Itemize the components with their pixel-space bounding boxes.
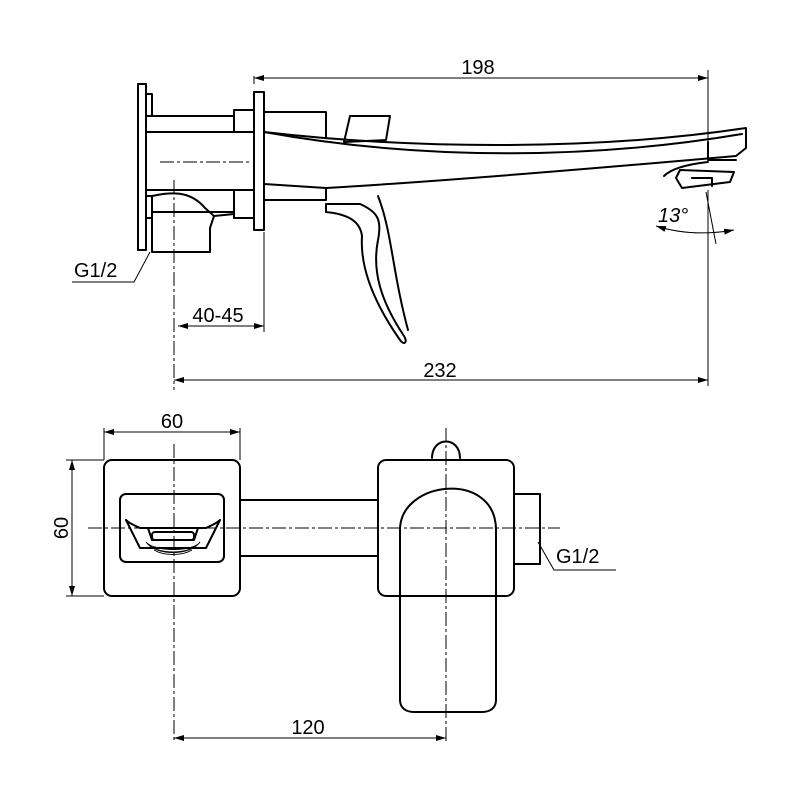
side-view: 198 232 40-45 13° G1/2 — [72, 57, 747, 390]
dimension-120: 120 — [174, 717, 446, 741]
connecting-pipe — [239, 499, 379, 557]
thread-label-side: G1/2 — [74, 260, 117, 282]
dimension-232-label: 232 — [423, 360, 456, 382]
dimension-60-width: 60 — [103, 411, 241, 460]
top-view: 60 60 120 G1/2 — [51, 411, 616, 742]
lever-handle — [325, 115, 409, 344]
angle-annotation: 13° — [655, 191, 735, 245]
lever-top — [399, 487, 497, 713]
dimension-40-45-label: 40-45 — [192, 305, 243, 327]
dimension-232: 232 — [174, 190, 709, 386]
dimension-40-45: 40-45 — [178, 232, 265, 332]
dimension-198-label: 198 — [461, 57, 494, 79]
dimension-198: 198 — [253, 57, 709, 160]
thread-callout-top: G1/2 — [537, 541, 616, 571]
wall-plate-left — [137, 83, 153, 251]
angle-label: 13° — [658, 205, 688, 227]
cover-plate — [253, 91, 265, 231]
spout — [263, 111, 747, 201]
dimension-60-height-label: 60 — [51, 517, 73, 539]
dimension-60-width-label: 60 — [161, 411, 183, 433]
thread-label-top: G1/2 — [556, 546, 599, 568]
concealed-body — [145, 109, 255, 253]
thread-callout-side: G1/2 — [72, 251, 151, 283]
dimension-60-height: 60 — [51, 459, 104, 597]
dimension-120-label: 120 — [291, 717, 324, 739]
